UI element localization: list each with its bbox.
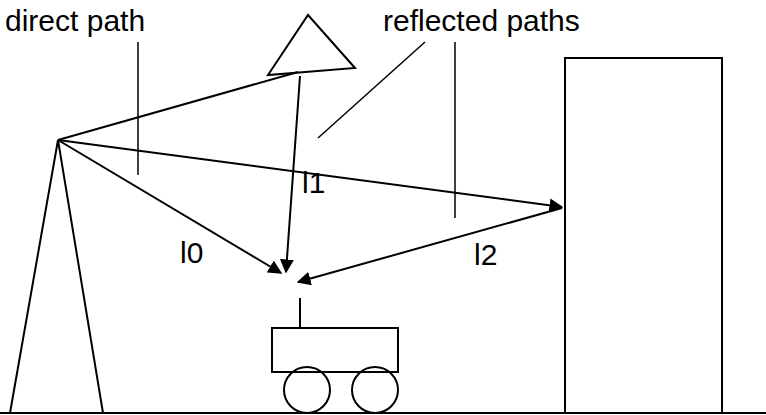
- robot-wheel: [284, 367, 330, 413]
- leader-line: [137, 42, 139, 175]
- path-label: reflected paths: [383, 6, 580, 36]
- tripod-antenna: [10, 140, 103, 413]
- building: [565, 58, 722, 413]
- signal-path: [298, 208, 562, 282]
- length-label: l1: [302, 168, 325, 198]
- reflector-triangle: [268, 15, 355, 75]
- leader-line: [318, 42, 425, 138]
- path-label: direct path: [5, 6, 145, 36]
- signal-path: [58, 72, 298, 140]
- robot-body: [272, 328, 398, 372]
- signal-path: [58, 140, 562, 207]
- length-label: l0: [180, 238, 203, 268]
- robot-wheel: [352, 367, 398, 413]
- leader-line: [454, 42, 456, 218]
- signal-path: [58, 140, 281, 273]
- signal-path: [286, 76, 300, 272]
- robot-mast: [299, 298, 301, 328]
- length-label: l2: [474, 240, 497, 270]
